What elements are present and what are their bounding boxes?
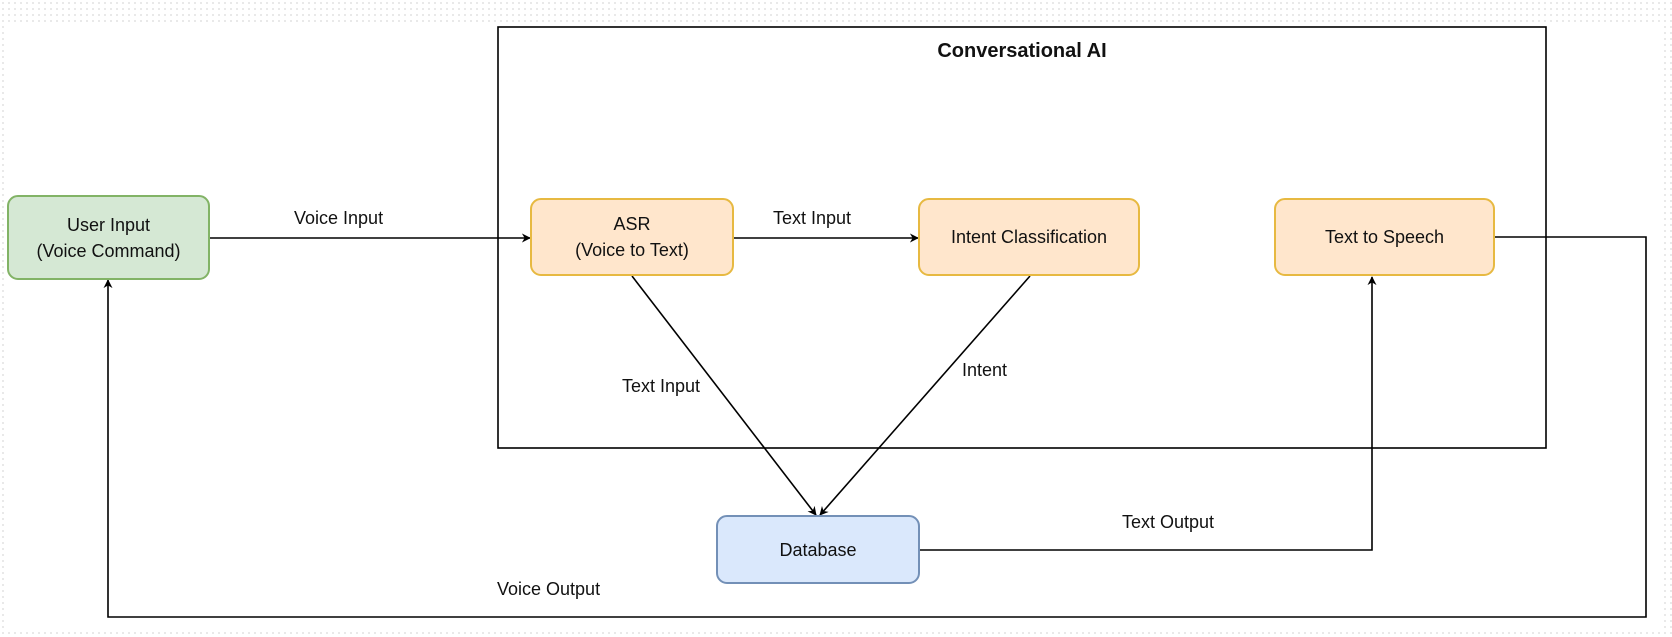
- edge-text-output[interactable]: [920, 276, 1377, 551]
- database-node[interactable]: Database: [716, 515, 920, 584]
- label-voice-output: Voice Output: [497, 579, 601, 599]
- label-text-output: Text Output: [1122, 512, 1215, 532]
- edge-intent-to-database[interactable]: [819, 275, 1031, 516]
- label-text-input-to-database: Text Input: [622, 376, 701, 396]
- label-voice-input: Voice Input: [294, 208, 384, 228]
- intent-classification-node[interactable]: Intent Classification: [918, 198, 1140, 276]
- label-text-input-to-intent: Text Input: [773, 208, 852, 228]
- edge-voice-output[interactable]: [103, 236, 1647, 618]
- edge-text-input-to-database[interactable]: [631, 275, 817, 516]
- user-input-node[interactable]: User Input (Voice Command): [7, 195, 210, 280]
- asr-node[interactable]: ASR (Voice to Text): [530, 198, 734, 276]
- label-intent: Intent: [962, 360, 1008, 380]
- container-title: Conversational AI: [937, 40, 1107, 62]
- text-to-speech-node[interactable]: Text to Speech: [1274, 198, 1495, 276]
